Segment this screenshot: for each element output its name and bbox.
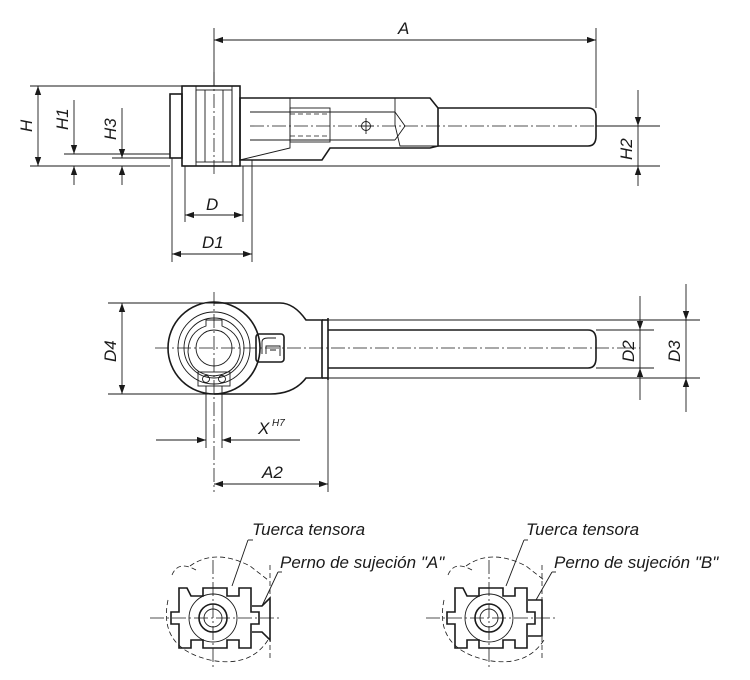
hub-hatch-right bbox=[231, 85, 241, 167]
side-section-view: A H H1 H3 H2 D D1 bbox=[17, 19, 660, 262]
hub-body bbox=[181, 85, 241, 167]
dim-h1: H1 bbox=[53, 108, 72, 130]
dim-x: X bbox=[257, 419, 270, 438]
rod-side bbox=[438, 107, 597, 147]
dim-d2: D2 bbox=[619, 340, 638, 362]
tensioning-nut-a bbox=[170, 587, 260, 649]
dim-a2: A2 bbox=[261, 463, 283, 482]
keyed-bore bbox=[187, 319, 241, 377]
arm-hatch-right bbox=[394, 97, 439, 147]
detail-a: Tuerca tensora Perno de sujeción "A" bbox=[150, 520, 445, 670]
dim-d: D bbox=[206, 195, 218, 214]
detail-b: Tuerca tensora Perno de sujeción "B" bbox=[426, 520, 719, 670]
dim-h2: H2 bbox=[617, 138, 636, 160]
dim-d1: D1 bbox=[202, 233, 224, 252]
arm-hatch-left bbox=[239, 97, 291, 161]
dim-h3: H3 bbox=[101, 118, 120, 140]
detail-b-bolt-label: Perno de sujeción "B" bbox=[554, 553, 719, 572]
dim-d4: D4 bbox=[101, 340, 120, 362]
hub-hatch-left bbox=[181, 85, 197, 167]
arm-outline-top bbox=[214, 302, 323, 395]
dim-a: A bbox=[397, 19, 409, 38]
dim-d3: D3 bbox=[665, 340, 684, 362]
clamping-bolt-a bbox=[252, 596, 271, 642]
detail-a-nut-label: Tuerca tensora bbox=[252, 520, 365, 539]
thread-insert bbox=[289, 107, 331, 143]
detail-a-bolt-label: Perno de sujeción "A" bbox=[280, 553, 445, 572]
arm-body bbox=[239, 97, 439, 161]
tensioning-nut-b bbox=[446, 587, 536, 649]
dim-x-tolerance: H7 bbox=[272, 418, 285, 429]
hub-washer bbox=[169, 93, 183, 159]
rod-top bbox=[328, 329, 597, 369]
dim-h: H bbox=[17, 119, 36, 132]
detail-b-nut-label: Tuerca tensora bbox=[526, 520, 639, 539]
top-view: D4 D2 D3 X H7 A2 bbox=[101, 284, 700, 492]
